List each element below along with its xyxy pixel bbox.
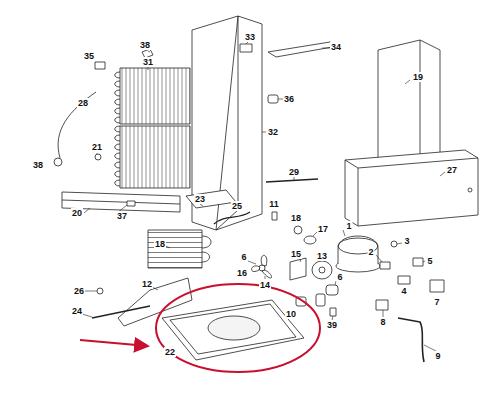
- compressor: [338, 236, 378, 264]
- screw: [95, 154, 101, 160]
- callout-number: 27: [446, 165, 458, 175]
- tube-bend: [115, 153, 120, 159]
- callout-number: 6: [336, 272, 343, 282]
- callout-number: 11: [268, 199, 280, 209]
- drain-pan: [162, 300, 304, 360]
- rod: [266, 179, 318, 182]
- callout-number: 34: [330, 42, 342, 52]
- terminal: [376, 300, 388, 310]
- callout-number: 35: [83, 51, 95, 61]
- callout-number: 2: [367, 247, 374, 257]
- overload: [413, 258, 423, 266]
- cover: [398, 276, 410, 284]
- tube-bend: [115, 171, 120, 177]
- callout-number: 13: [316, 251, 328, 261]
- tube-bend: [115, 108, 120, 114]
- bracket: [240, 44, 252, 52]
- screw: [272, 212, 277, 220]
- callout-number: 1: [345, 221, 352, 231]
- tube-bend: [115, 99, 120, 105]
- grommet: [294, 226, 302, 234]
- highlight-arrow: [80, 340, 148, 346]
- drier: [326, 285, 338, 295]
- callout-number: 23: [194, 194, 206, 204]
- callout-number: 7: [433, 297, 440, 307]
- rod: [92, 306, 150, 318]
- clip: [95, 62, 105, 69]
- callout-number: 3: [403, 236, 410, 246]
- condenser: [148, 230, 202, 268]
- callout-number: 29: [288, 167, 300, 177]
- tube-bend: [115, 162, 120, 168]
- housing: [345, 150, 478, 226]
- relay: [380, 262, 390, 269]
- clip: [127, 201, 135, 206]
- screw: [391, 241, 397, 247]
- capacitor: [430, 280, 444, 292]
- callout-number: 25: [231, 201, 243, 211]
- tube: [214, 212, 250, 224]
- callout-number: 20: [71, 208, 83, 218]
- valve: [316, 294, 325, 306]
- connector: [54, 158, 62, 166]
- callout-number: 12: [141, 279, 153, 289]
- tube-bend: [115, 135, 120, 141]
- callout-number: 38: [139, 40, 151, 50]
- callout-number: 15: [290, 249, 302, 259]
- callout-number: 5: [426, 256, 433, 266]
- fan-blade: [252, 255, 272, 278]
- callout-number: 36: [283, 94, 295, 104]
- evaporator-coil: [120, 126, 190, 188]
- callout-number: 26: [73, 286, 85, 296]
- callout-number: 17: [317, 224, 329, 234]
- tube-bend: [115, 144, 120, 150]
- callout-number: 33: [244, 32, 256, 42]
- callout-number: 28: [77, 98, 89, 108]
- callout-number: 14: [259, 280, 271, 290]
- callout-number: 24: [71, 306, 83, 316]
- fan-motor: [312, 261, 332, 279]
- tube-bend: [115, 90, 120, 96]
- callout-number: 8: [379, 317, 386, 327]
- callout-number: 21: [91, 142, 103, 152]
- callout-number: 22: [164, 347, 176, 357]
- bar: [268, 42, 338, 57]
- evaporator-coil: [120, 68, 190, 124]
- plug: [268, 95, 278, 103]
- tube-bend: [115, 81, 120, 87]
- callout-number: 4: [400, 286, 407, 296]
- tube-bend: [115, 117, 120, 123]
- callout-number: 19: [412, 72, 424, 82]
- callout-number: 31: [142, 57, 154, 67]
- tray: [186, 190, 236, 208]
- tube-bend: [115, 72, 120, 78]
- callout-number: 9: [434, 351, 441, 361]
- fitting: [330, 308, 336, 316]
- tube-bend: [115, 126, 120, 132]
- callout-number: 38: [32, 160, 44, 170]
- callout-number: 10: [285, 309, 297, 319]
- callout-number: 6: [240, 252, 247, 262]
- callout-number: 39: [326, 320, 338, 330]
- bracket: [290, 258, 306, 280]
- callout-number: 37: [116, 211, 128, 221]
- highlight-ellipse: [156, 284, 320, 372]
- callout-number: 18: [290, 213, 302, 223]
- callout-number: 32: [267, 127, 279, 137]
- callout-number: 18: [154, 239, 166, 249]
- callout-number: 16: [236, 268, 248, 278]
- tube-bend: [115, 180, 120, 186]
- screw: [97, 288, 103, 294]
- power-cord: [398, 318, 424, 362]
- grommet: [304, 236, 316, 244]
